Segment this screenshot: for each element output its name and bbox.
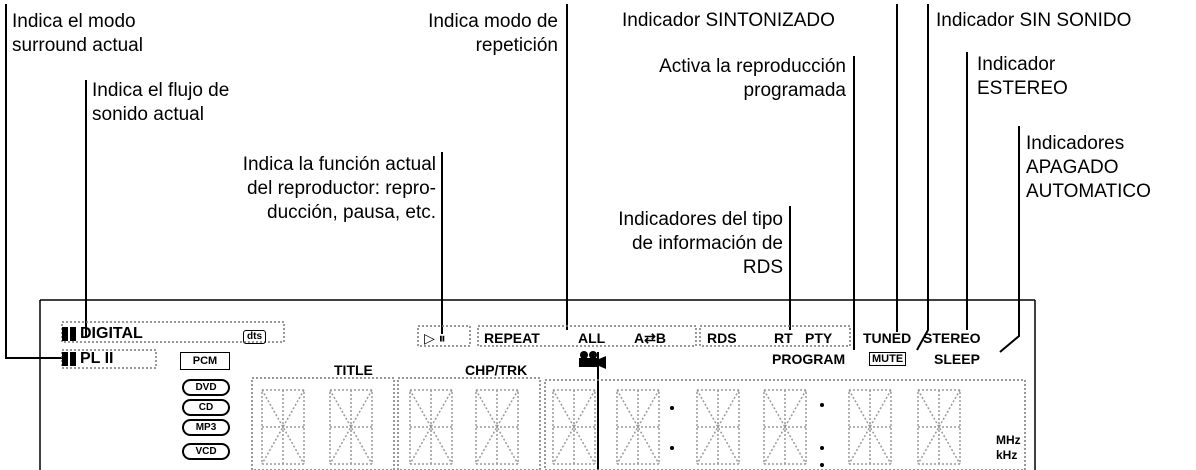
repeat-indicator: REPEAT	[484, 330, 540, 346]
mp3-badge: MP3	[182, 419, 230, 436]
pty-indicator: PTY	[805, 330, 833, 346]
dolby-digital-indicator: DIGITAL	[80, 325, 143, 342]
pcm-badge: PCM	[180, 352, 230, 370]
segment-digit	[329, 389, 373, 465]
callout-tuned: Indicador SINTONIZADO	[622, 10, 835, 31]
callout-sleep: Indicadores APAGADO AUTOMATICO	[1026, 133, 1151, 202]
rds-indicator: RDS	[707, 330, 737, 346]
play-pause-icon: ▷ ⏸	[424, 330, 446, 346]
mute-indicator: MUTE	[869, 352, 907, 366]
chapter-track-label: CHP/TRK	[465, 362, 528, 378]
sleep-indicator: SLEEP	[934, 351, 980, 367]
segment-digit	[848, 389, 892, 465]
repeat-all-indicator: ALL	[578, 330, 606, 346]
segment-digit	[917, 389, 961, 465]
rt-indicator: RT	[774, 330, 793, 346]
title-label: TITLE	[334, 362, 373, 378]
segment-digit	[763, 389, 807, 465]
callout-player-function: Indica la función actual del reproductor…	[242, 154, 436, 223]
segment-digit	[696, 389, 740, 465]
callout-program: Activa la reproducción programada	[659, 56, 846, 101]
repeat-ab-indicator: A⇄B	[634, 330, 666, 346]
stereo-indicator: STEREO	[923, 330, 981, 346]
camera-angle-icon	[579, 351, 606, 369]
callout-repeat-mode: Indica modo de repetición	[428, 11, 558, 56]
cd-badge: CD	[182, 399, 230, 416]
callout-stereo: Indicador ESTEREO	[977, 54, 1068, 99]
segment-digit	[261, 389, 305, 465]
program-indicator: PROGRAM	[772, 351, 846, 367]
callout-surround-mode: Indica el modo surround actual	[12, 11, 143, 56]
mhz-indicator: MHz	[996, 433, 1021, 447]
callout-mute: Indicador SIN SONIDO	[936, 10, 1132, 31]
dvd-badge: DVD	[182, 379, 230, 396]
callout-rds: Indicadores del tipo de información de R…	[618, 209, 783, 278]
segment-digit	[552, 389, 596, 465]
dts-indicator: dts	[243, 330, 266, 344]
tuned-indicator: TUNED	[863, 330, 912, 346]
segment-digit	[616, 389, 660, 465]
dolby-pl2-indicator: PL II	[80, 350, 114, 367]
segment-digit	[475, 389, 519, 465]
vcd-badge: VCD	[182, 443, 230, 460]
callout-sound-stream: Indica el flujo de sonido actual	[92, 80, 230, 125]
segment-digit	[409, 389, 453, 465]
khz-indicator: kHz	[996, 448, 1018, 462]
